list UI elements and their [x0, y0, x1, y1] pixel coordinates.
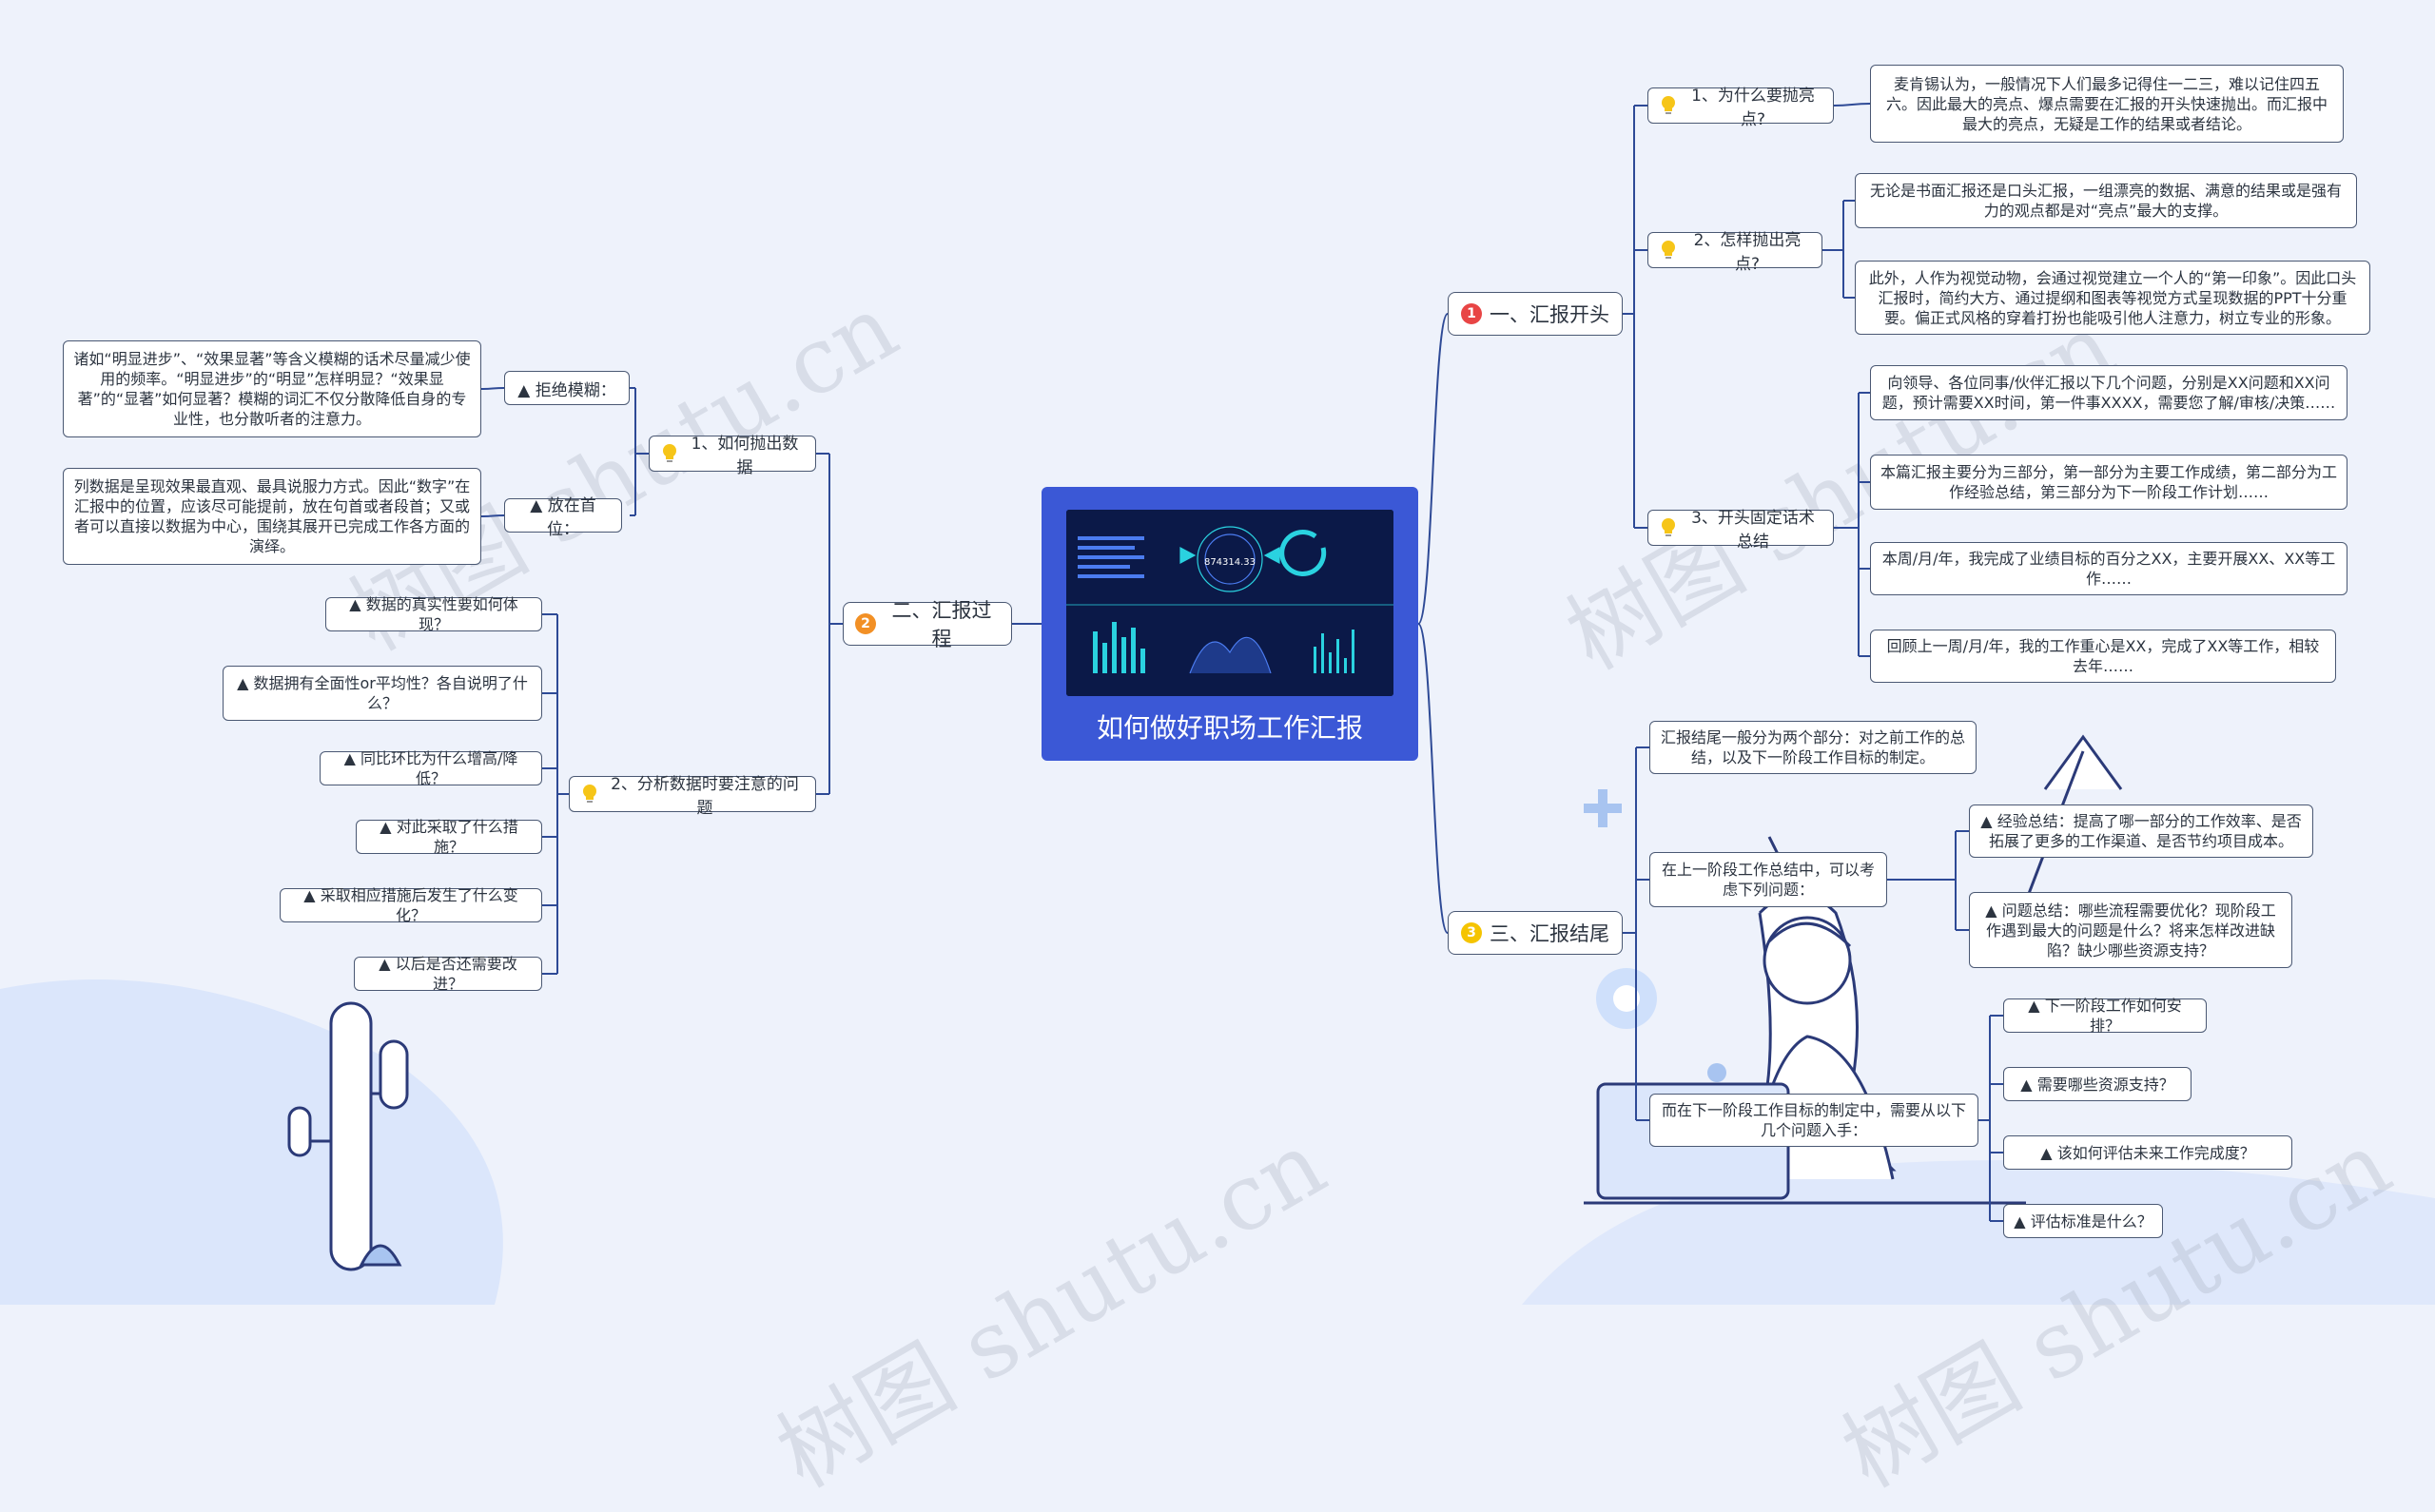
- opening-detail-3-3-text: 本周/月/年，我完成了业绩目标的百分之XX，主要开展XX、XX等工作……: [1881, 550, 2336, 588]
- opening-detail-2-1[interactable]: 无论是书面汇报还是口头汇报，一组漂亮的数据、满意的结果或是强有力的观点都是对“亮…: [1855, 173, 2357, 228]
- subtopic-opening-1-text: 1、为什么要抛亮点?: [1691, 87, 1815, 129]
- ending-point-3[interactable]: 而在下一阶段工作目标的制定中，需要从以下几个问题入手：: [1649, 1094, 1978, 1147]
- data-principle-detail-2-text: 列数据是呈现效果最直观、最具说服力方式。因此“数字”在汇报中的位置，应该尽可能提…: [73, 477, 471, 555]
- analysis-question-3-text: ▲ 同比环比为什么增高/降低？: [343, 749, 518, 787]
- ending-detail-2-2-text: ▲ 问题总结：哪些流程需要优化？现阶段工作遇到最大的问题是什么？将来怎样改进缺陷…: [1985, 901, 2276, 960]
- connector-bracket: [542, 613, 558, 975]
- ending-detail-3-2[interactable]: ▲ 需要哪些资源支持？: [2003, 1067, 2192, 1101]
- data-principle-detail-1-text: 诸如“明显进步”、“效果显著”等含义模糊的话术尽量减少使用的频率。“明显进步”的…: [73, 350, 471, 428]
- opening-detail-3-2[interactable]: 本篇汇报主要分为三部分，第一部分为主要工作成绩，第二部分为工作经验总结，第三部分…: [1870, 455, 2347, 510]
- opening-detail-3-2-text: 本篇汇报主要分为三部分，第一部分为主要工作成绩，第二部分为工作经验总结，第三部分…: [1880, 463, 2338, 501]
- connector-bracket: [1635, 746, 1649, 1121]
- analysis-question-5[interactable]: ▲ 采取相应措施后发生了什么变化？: [280, 886, 542, 924]
- analysis-question-4-text: ▲ 对此采取了什么措施？: [380, 818, 518, 856]
- subtopic-process-2[interactable]: 2、分析数据时要注意的问题: [569, 775, 816, 818]
- ending-detail-3-4[interactable]: ▲ 评估标准是什么？: [2003, 1204, 2163, 1238]
- connector-line: [1417, 313, 1449, 625]
- opening-detail-1-1-text: 麦肯锡认为，一般情况下人们最多记得住一二三，难以记住四五六。因此最大的亮点、爆点…: [1885, 74, 2328, 133]
- subtopic-process-1[interactable]: 1、如何抛出数据: [649, 435, 816, 477]
- connector-line: [480, 387, 505, 390]
- analysis-question-6[interactable]: ▲ 以后是否还需要改进？: [354, 955, 542, 993]
- data-principle-1[interactable]: ▲ 拒绝模糊：: [504, 371, 630, 405]
- lightbulb-icon: [663, 444, 676, 462]
- subtopic-opening-1[interactable]: 1、为什么要抛亮点?: [1647, 87, 1834, 129]
- connector-bracket: [630, 387, 636, 516]
- connector-bracket: [816, 453, 830, 795]
- analysis-question-1[interactable]: ▲ 数据的真实性要如何体现？: [325, 595, 542, 633]
- central-title: 如何做好职场工作汇报: [1096, 712, 1363, 744]
- opening-detail-1-1[interactable]: 麦肯锡认为，一般情况下人们最多记得住一二三，难以记住四五六。因此最大的亮点、爆点…: [1870, 65, 2344, 143]
- opening-detail-2-1-text: 无论是书面汇报还是口头汇报，一组漂亮的数据、满意的结果或是强有力的观点都是对“亮…: [1869, 182, 2342, 220]
- branch-number-badge: 1: [1461, 303, 1482, 324]
- branch-report-ending[interactable]: 3 三、汇报结尾: [1448, 911, 1623, 955]
- branch-report-process-text: 二、汇报过程: [891, 599, 992, 650]
- branch-report-opening-text: 一、汇报开头: [1490, 303, 1609, 326]
- connector-bracket: [1955, 830, 1969, 931]
- cactus-illustration: [287, 1001, 409, 1271]
- analysis-question-5-text: ▲ 采取相应措施后发生了什么变化？: [303, 886, 518, 924]
- branch-report-opening[interactable]: 1 一、汇报开头: [1448, 292, 1623, 336]
- opening-detail-3-4[interactable]: 回顾上一周/月/年，我的工作重心是XX，完成了XX等工作，相较去年……: [1870, 630, 2336, 683]
- data-principle-2-text: ▲ 放在首位：: [530, 496, 596, 539]
- connector-line: [1833, 103, 1871, 107]
- opening-detail-2-2[interactable]: 此外，人作为视觉动物，会通过视觉建立一个人的“第一印象”。因此口头汇报时，简约大…: [1855, 261, 2370, 335]
- ending-detail-2-2[interactable]: ▲ 问题总结：哪些流程需要优化？现阶段工作遇到最大的问题是什么？将来怎样改进缺陷…: [1969, 892, 2292, 968]
- data-principle-detail-2[interactable]: 列数据是呈现效果最直观、最具说服力方式。因此“数字”在汇报中的位置，应该尽可能提…: [63, 468, 481, 565]
- connector-bracket: [1633, 105, 1647, 529]
- ending-detail-2-1[interactable]: ▲ 经验总结：提高了哪一部分的工作效率、是否拓展了更多的工作渠道、是否节约项目成…: [1969, 804, 2313, 858]
- connector-line: [1417, 623, 1449, 934]
- opening-detail-3-1-text: 向领导、各位同事/伙伴汇报以下几个问题，分别是XX问题和XX问题，预计需要XX时…: [1881, 374, 2336, 412]
- connector-line: [480, 514, 505, 517]
- analysis-question-1-text: ▲ 数据的真实性要如何体现？: [349, 595, 518, 633]
- ending-detail-3-2-text: ▲ 需要哪些资源支持？: [2020, 1075, 2174, 1094]
- ending-point-1[interactable]: 汇报结尾一般分为两个部分：对之前工作的总结，以及下一阶段工作目标的制定。: [1649, 721, 1977, 774]
- ending-detail-3-1-text: ▲ 下一阶段工作如何安排？: [2028, 997, 2182, 1035]
- branch-number-badge: 2: [855, 613, 876, 634]
- connector-bracket: [1842, 200, 1855, 299]
- analysis-question-2-text: ▲ 数据拥有全面性or平均性？各自说明了什么？: [237, 674, 528, 712]
- svg-text:874314.33: 874314.33: [1204, 557, 1256, 568]
- ending-point-2-text: 在上一阶段工作总结中，可以考虑下列问题：: [1661, 861, 1875, 899]
- analysis-question-4[interactable]: ▲ 对此采取了什么措施？: [356, 818, 542, 856]
- opening-detail-3-3[interactable]: 本周/月/年，我完成了业绩目标的百分之XX，主要开展XX、XX等工作……: [1870, 542, 2347, 595]
- subtopic-opening-3-text: 3、开头固定话术总结: [1691, 509, 1815, 552]
- ending-point-3-text: 而在下一阶段工作目标的制定中，需要从以下几个问题入手：: [1661, 1101, 1966, 1139]
- analysis-question-2[interactable]: ▲ 数据拥有全面性or平均性？各自说明了什么？: [223, 666, 542, 721]
- dashboard-image: 874314.33: [1066, 510, 1393, 696]
- lightbulb-icon: [1662, 96, 1675, 114]
- lightbulb-icon: [1662, 518, 1675, 536]
- subtopic-opening-2[interactable]: 2、怎样抛出亮点?: [1647, 231, 1822, 274]
- ending-detail-3-1[interactable]: ▲ 下一阶段工作如何安排？: [2003, 997, 2207, 1035]
- branch-report-ending-text: 三、汇报结尾: [1490, 922, 1609, 945]
- central-topic[interactable]: 874314.33 如何做好职场工作汇报: [1042, 487, 1418, 761]
- analysis-question-6-text: ▲ 以后是否还需要改进？: [379, 955, 517, 993]
- opening-detail-3-4-text: 回顾上一周/月/年，我的工作重心是XX，完成了XX等工作，相较去年……: [1886, 637, 2320, 675]
- data-principle-detail-1[interactable]: 诸如“明显进步”、“效果显著”等含义模糊的话术尽量减少使用的频率。“明显进步”的…: [63, 340, 481, 437]
- branch-number-badge: 3: [1461, 922, 1482, 943]
- analysis-question-3[interactable]: ▲ 同比环比为什么增高/降低？: [320, 749, 542, 787]
- lightbulb-icon: [583, 785, 596, 803]
- connector-bracket: [1989, 1015, 2003, 1222]
- ending-detail-2-1-text: ▲ 经验总结：提高了哪一部分的工作效率、是否拓展了更多的工作渠道、是否节约项目成…: [1980, 812, 2302, 850]
- connector-lines: [480, 103, 2003, 1222]
- branch-report-process[interactable]: 2 二、汇报过程: [843, 599, 1012, 650]
- ending-detail-3-4-text: ▲ 评估标准是什么？: [2014, 1212, 2153, 1231]
- data-principle-1-text: ▲ 拒绝模糊：: [517, 380, 616, 400]
- ending-detail-3-3-text: ▲ 该如何评估未来工作完成度？: [2040, 1143, 2255, 1162]
- opening-detail-2-2-text: 此外，人作为视觉动物，会通过视觉建立一个人的“第一印象”。因此口头汇报时，简约大…: [1868, 268, 2357, 327]
- subtopic-process-1-text: 1、如何抛出数据: [691, 435, 799, 477]
- lightbulb-icon: [1662, 241, 1675, 259]
- subtopic-process-2-text: 2、分析数据时要注意的问题: [611, 775, 799, 818]
- ending-point-2[interactable]: 在上一阶段工作总结中，可以考虑下列问题：: [1649, 852, 1887, 907]
- subtopic-opening-2-text: 2、怎样抛出亮点?: [1693, 231, 1802, 274]
- opening-detail-3-1[interactable]: 向领导、各位同事/伙伴汇报以下几个问题，分别是XX问题和XX问题，预计需要XX时…: [1870, 365, 2347, 420]
- connector-bracket: [1858, 392, 1870, 657]
- ending-detail-3-3[interactable]: ▲ 该如何评估未来工作完成度？: [2003, 1135, 2292, 1170]
- data-principle-2[interactable]: ▲ 放在首位：: [504, 496, 622, 539]
- ending-point-1-text: 汇报结尾一般分为两个部分：对之前工作的总结，以及下一阶段工作目标的制定。: [1660, 728, 1965, 766]
- subtopic-opening-3[interactable]: 3、开头固定话术总结: [1647, 509, 1834, 552]
